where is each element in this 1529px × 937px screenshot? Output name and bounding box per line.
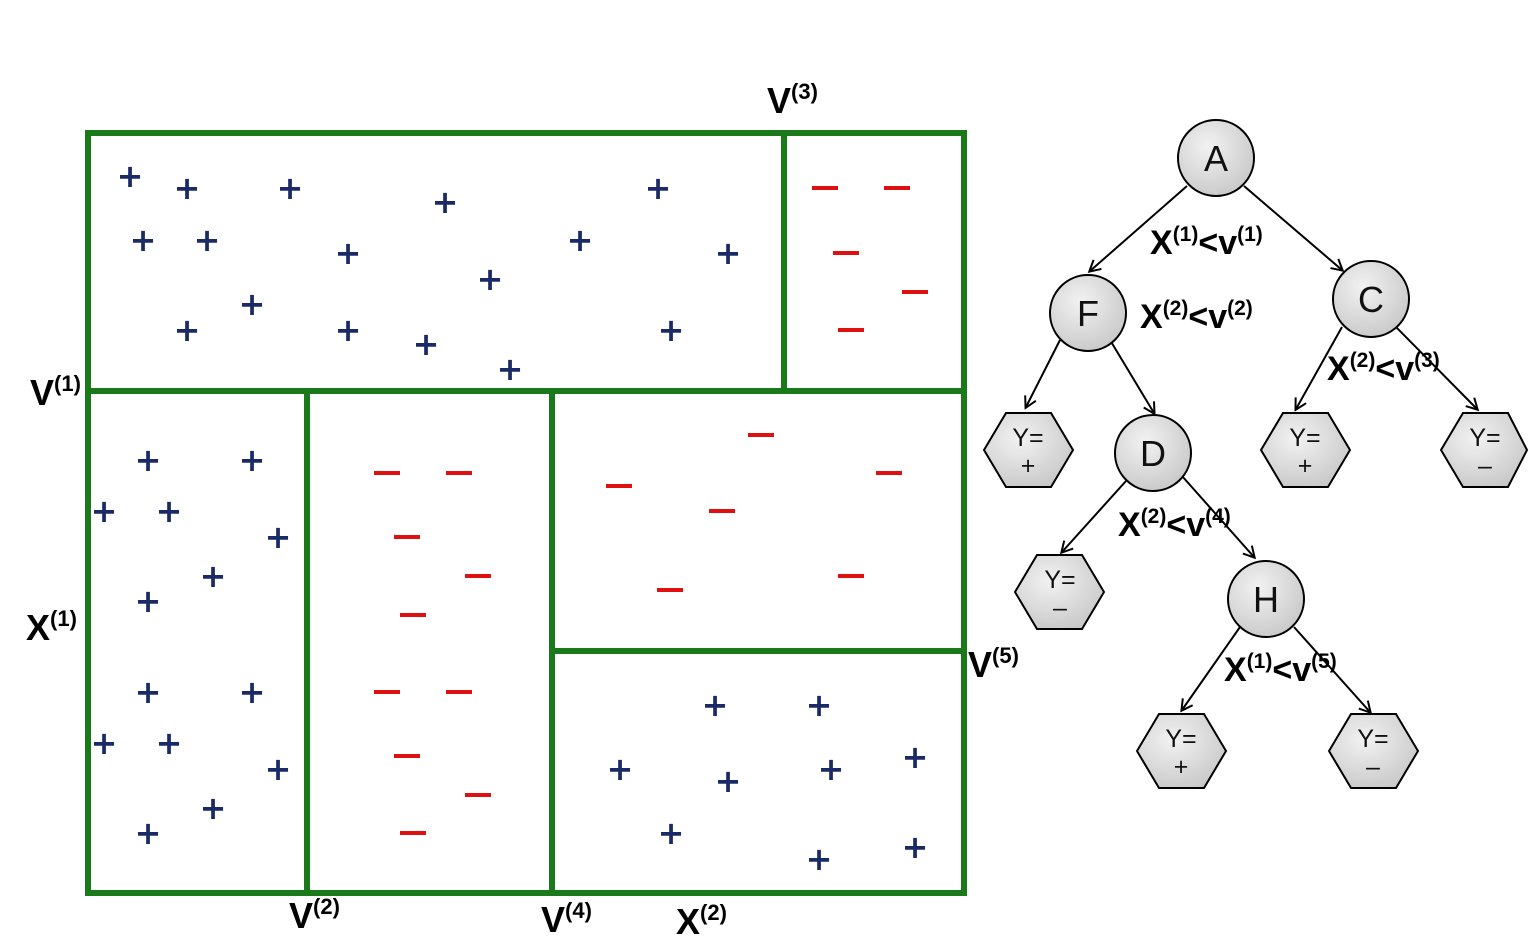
plus-marker: + [194, 221, 221, 259]
leaf-label-line2: – [1366, 753, 1380, 781]
plus-marker: + [91, 492, 118, 530]
partition-outer-border [85, 130, 967, 896]
leaf-c-right: Y= – [1439, 412, 1529, 488]
condition-d: X(2)<v(4) [1118, 505, 1231, 544]
plus-marker: + [174, 311, 201, 349]
leaf-label-line1: Y= [1469, 424, 1500, 452]
edge-c-leaf-right [1395, 326, 1477, 409]
condition-a: X(1)<v(1) [1150, 223, 1263, 262]
leaf-label-line1: Y= [1012, 424, 1043, 452]
tree-node-c: C [1332, 260, 1410, 338]
plus-marker: + [902, 828, 929, 866]
split-label-v1: V(1) [30, 371, 81, 413]
edge-a-f [1090, 185, 1188, 271]
node-label-d: D [1140, 433, 1166, 474]
plus-marker: + [135, 814, 162, 852]
plus-marker: + [432, 183, 459, 221]
plus-marker: + [265, 518, 292, 556]
plus-markers: + + + + + + + + + + + + + + + + + + + + + + + + + + + + + + + + + + + + + + + + [91, 157, 929, 878]
leaf-label-line1: Y= [1165, 725, 1196, 753]
tree-node-a: A [1177, 119, 1255, 197]
plus-marker: + [200, 789, 227, 827]
plus-marker: + [174, 169, 201, 207]
plus-marker: + [265, 750, 292, 788]
condition-h: X(1)<v(5) [1224, 650, 1337, 689]
plus-marker: + [413, 325, 440, 363]
plus-marker: + [658, 814, 685, 852]
plus-marker: + [607, 750, 634, 788]
plus-marker: + [335, 234, 362, 272]
plus-marker: + [135, 441, 162, 479]
leaf-label-line2: – [1053, 594, 1067, 622]
split-label-v5: V(5) [968, 643, 1019, 685]
leaf-label-line2: + [1021, 452, 1036, 480]
condition-f: X(2)<v(2) [1140, 297, 1253, 336]
leaf-h-left: Y= + [1135, 713, 1228, 789]
leaf-label-line1: Y= [1289, 424, 1320, 452]
plus-marker: + [156, 724, 183, 762]
tree-edges [1026, 185, 1477, 712]
plus-marker: + [239, 441, 266, 479]
node-label-c: C [1358, 279, 1384, 320]
leaf-f-left: Y= + [982, 412, 1075, 488]
node-label-a: A [1204, 138, 1228, 179]
plus-marker: + [156, 492, 183, 530]
edge-d-h [1181, 475, 1254, 557]
leaf-c-left: Y= + [1259, 412, 1352, 488]
minus-markers [374, 186, 928, 835]
plus-marker: + [702, 686, 729, 724]
edge-f-leaf [1026, 339, 1061, 407]
condition-c: X(2)<v(3) [1327, 349, 1440, 388]
edge-a-c [1243, 185, 1342, 270]
plus-marker: + [239, 285, 266, 323]
node-label-h: H [1253, 579, 1279, 620]
plus-marker: + [200, 557, 227, 595]
plus-marker: + [497, 350, 524, 388]
leaf-label-line2: + [1298, 452, 1313, 480]
tree-node-f: F [1049, 274, 1127, 352]
plus-marker: + [806, 686, 833, 724]
partition-plot [85, 130, 967, 896]
split-label-v4: V(4) [541, 898, 592, 937]
leaf-d-left: Y= – [1013, 554, 1106, 630]
plus-marker: + [277, 169, 304, 207]
leaf-label-line2: – [1478, 452, 1492, 480]
leaf-label-line1: Y= [1044, 566, 1075, 594]
plus-marker: + [239, 673, 266, 711]
edge-h-leaf-right [1293, 626, 1370, 712]
leaf-label-line2: + [1174, 753, 1189, 781]
plus-marker: + [567, 221, 594, 259]
edge-c-leaf-left [1296, 326, 1343, 409]
plus-marker: + [117, 157, 144, 195]
plus-marker: + [806, 840, 833, 878]
plus-marker: + [818, 750, 845, 788]
plus-marker: + [135, 582, 162, 620]
plus-marker: + [658, 311, 685, 349]
split-label-v3: V(3) [767, 79, 818, 121]
plus-marker: + [130, 221, 157, 259]
x-axis-label: X(2) [676, 900, 727, 937]
plus-marker: + [335, 311, 362, 349]
y-axis-label: X(1) [26, 606, 77, 648]
edge-d-leaf [1062, 480, 1127, 552]
tree-node-d: D [1114, 414, 1192, 492]
plus-marker: + [91, 724, 118, 762]
leaf-label-line1: Y= [1357, 725, 1388, 753]
leaf-h-right: Y= – [1327, 713, 1420, 789]
split-label-v2: V(2) [289, 894, 340, 936]
edge-h-leaf-left [1182, 626, 1241, 710]
plus-marker: + [477, 260, 504, 298]
plus-marker: + [715, 234, 742, 272]
plus-marker: + [902, 738, 929, 776]
plus-marker: + [715, 762, 742, 800]
tree-node-h: H [1227, 560, 1305, 638]
edge-f-d [1109, 339, 1154, 413]
plus-marker: + [135, 673, 162, 711]
node-label-f: F [1077, 293, 1099, 334]
plus-marker: + [645, 169, 672, 207]
